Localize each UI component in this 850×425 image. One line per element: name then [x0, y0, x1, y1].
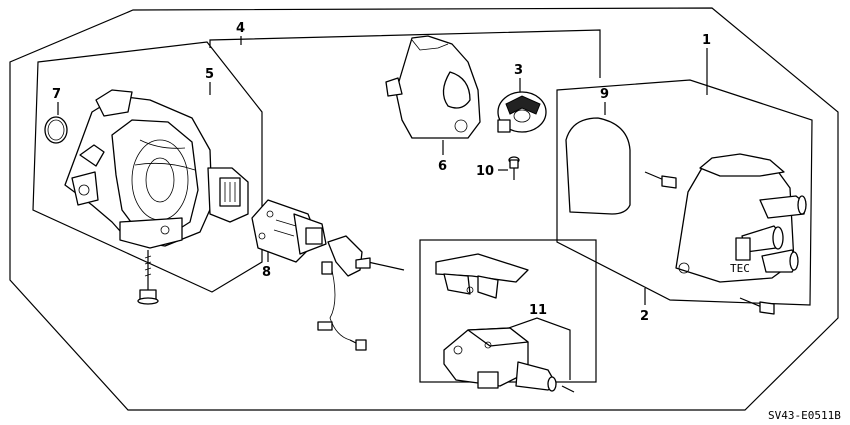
- callout-5: 5: [205, 67, 214, 82]
- cap-gasket-part: [565, 117, 631, 215]
- callout-7: 7: [52, 87, 61, 102]
- callout-8: 8: [262, 265, 271, 280]
- rotor-screw-part: [508, 156, 520, 180]
- assembly-outline: [9, 7, 839, 411]
- callout-11: 11: [529, 303, 547, 318]
- coil-bracket-part: [435, 253, 529, 299]
- dust-cover-part: [385, 35, 481, 139]
- cap-screw-upper-part: [644, 171, 677, 189]
- callout-6: 6: [438, 159, 447, 174]
- callout-3: 3: [514, 63, 523, 78]
- distributor-housing-part: [64, 89, 249, 249]
- callout-4: 4: [236, 21, 245, 36]
- leader-4: [209, 29, 601, 78]
- callout-2: 2: [640, 309, 649, 324]
- igniter-module-part: [251, 199, 327, 263]
- cap-screw-lower-part: [739, 297, 775, 315]
- housing-group-frame: [32, 41, 263, 293]
- housing-bolt-part: [137, 250, 159, 305]
- rotor-part: [497, 91, 547, 133]
- svg-text:TEC: TEC: [730, 262, 750, 275]
- callout-1: 1: [702, 33, 711, 48]
- o-ring-part: [44, 116, 68, 144]
- ignition-coil-part: [443, 327, 575, 393]
- callout-10: 10: [476, 164, 494, 179]
- cap-group-frame: [556, 79, 813, 306]
- callout-9: 9: [600, 87, 609, 102]
- wire-bracket-part: [317, 235, 405, 351]
- distributor-cap-part: TEC: [675, 153, 807, 283]
- diagram-code: SV43-E0511B: [768, 409, 841, 422]
